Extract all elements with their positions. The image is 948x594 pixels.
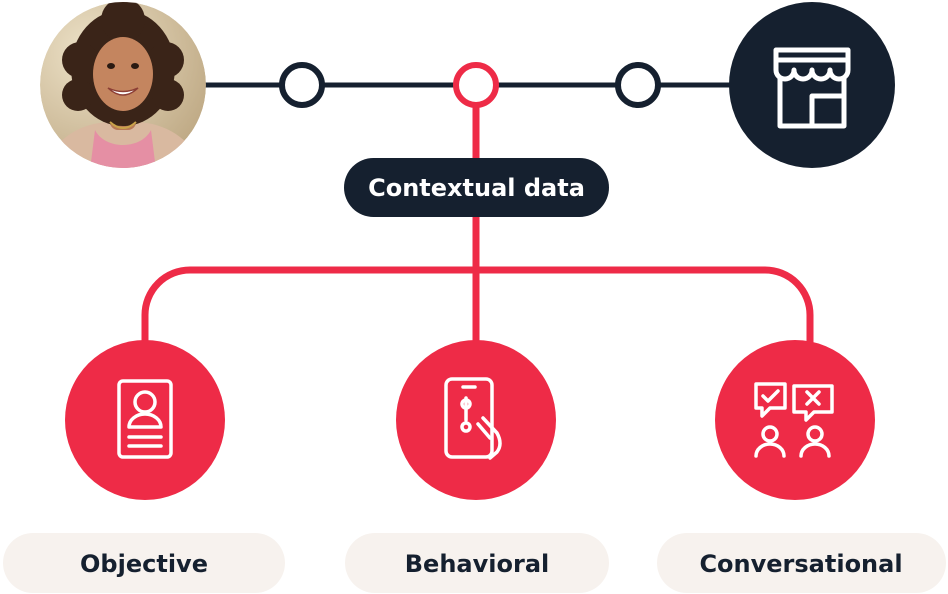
label-pill-conversational: Conversational xyxy=(657,533,946,593)
customer-avatar-photo xyxy=(40,2,206,168)
profile-card-icon xyxy=(117,379,173,459)
contextual-data-pill: Contextual data xyxy=(344,158,609,217)
storefront-node xyxy=(729,2,895,168)
connector-lines xyxy=(141,100,814,346)
storefront-icon xyxy=(773,47,851,129)
journey-node-right xyxy=(615,62,661,108)
journey-node-center xyxy=(453,62,499,108)
label-pill-objective: Objective xyxy=(3,533,285,593)
label-pill-behavioral: Behavioral xyxy=(345,533,609,593)
category-conversational xyxy=(715,340,875,500)
label-objective: Objective xyxy=(80,550,208,578)
label-conversational: Conversational xyxy=(699,550,902,578)
category-objective xyxy=(65,340,225,500)
category-behavioral xyxy=(396,340,556,500)
chat-people-icon xyxy=(754,382,834,458)
phone-touch-icon xyxy=(444,377,502,460)
label-behavioral: Behavioral xyxy=(405,550,549,578)
journey-node-left xyxy=(279,62,325,108)
contextual-data-label: Contextual data xyxy=(368,174,585,202)
